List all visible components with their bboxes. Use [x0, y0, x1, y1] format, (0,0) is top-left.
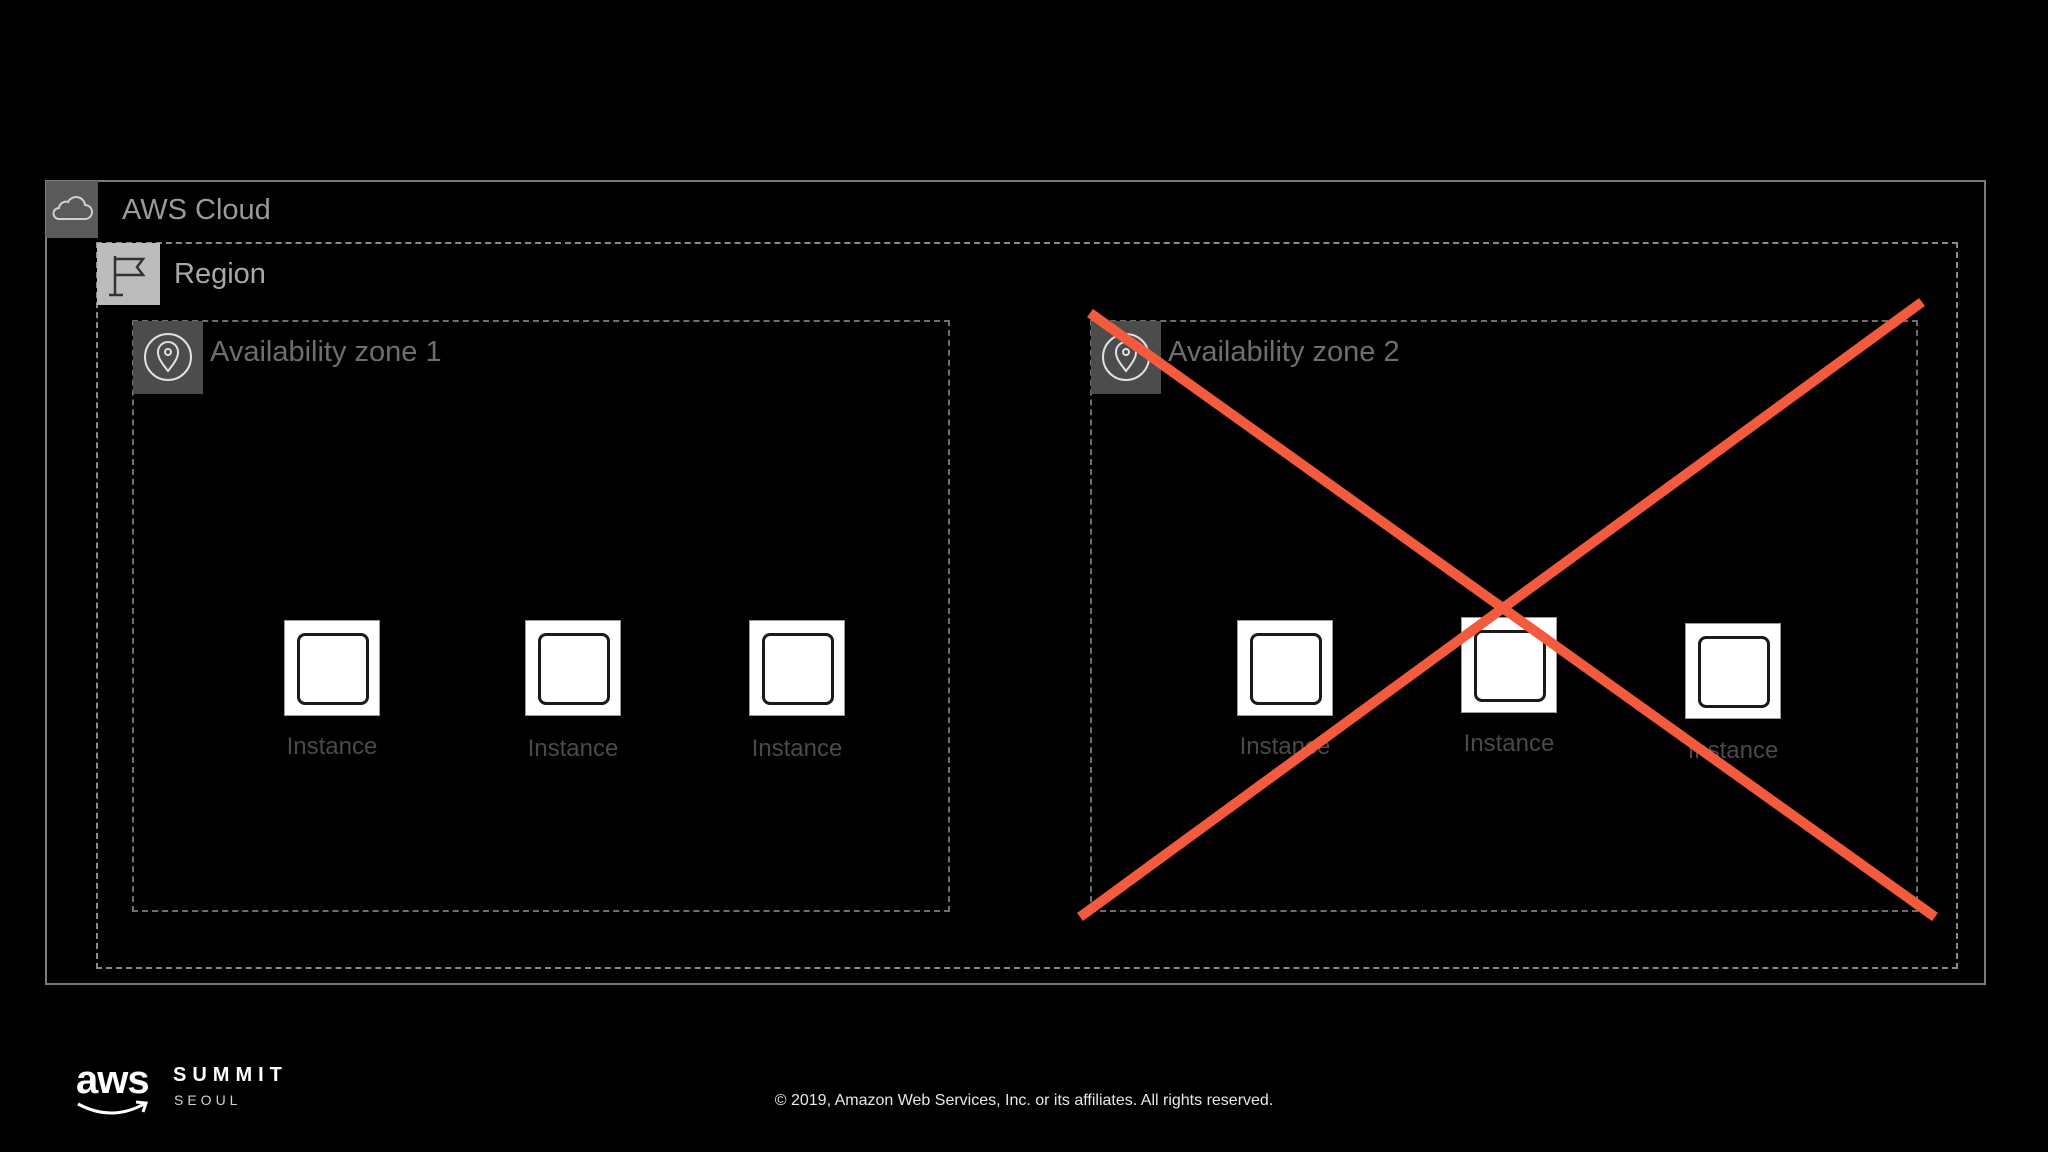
aws-cloud-label: AWS Cloud: [122, 194, 271, 226]
instance-label: Instance: [1687, 737, 1779, 764]
instance-label: Instance: [1463, 730, 1555, 757]
instance-label: Instance: [286, 733, 378, 760]
region-label: Region: [174, 258, 266, 290]
instance-icon: [1461, 617, 1557, 713]
instance-icon: [525, 620, 621, 716]
instance-label: Instance: [751, 735, 843, 762]
flag-icon: [97, 243, 160, 305]
instance-icon: [749, 620, 845, 716]
cloud-icon: [46, 181, 98, 238]
aws-logo-text: aws: [76, 1058, 150, 1102]
aws-smile-icon: [74, 1098, 154, 1125]
summit-title: SUMMIT: [173, 1064, 288, 1086]
availability-zone-2-group: [1090, 320, 1918, 912]
location-pin-icon: [1091, 321, 1161, 394]
aws-cloud-group: [45, 180, 1986, 985]
instance-icon: [1685, 623, 1781, 719]
availability-zone-1-label: Availability zone 1: [210, 336, 442, 368]
instance-label: Instance: [527, 735, 619, 762]
availability-zone-2-label: Availability zone 2: [1168, 336, 1400, 368]
instance-icon: [284, 620, 380, 716]
region-group: [96, 242, 1958, 969]
instance-label: Instance: [1239, 733, 1331, 760]
instance-icon: [1237, 620, 1333, 716]
summit-city: SEOUL: [174, 1092, 242, 1108]
copyright-notice: © 2019, Amazon Web Services, Inc. or its…: [774, 1092, 1274, 1109]
location-pin-icon: [133, 321, 203, 394]
availability-zone-1-group: [132, 320, 950, 912]
